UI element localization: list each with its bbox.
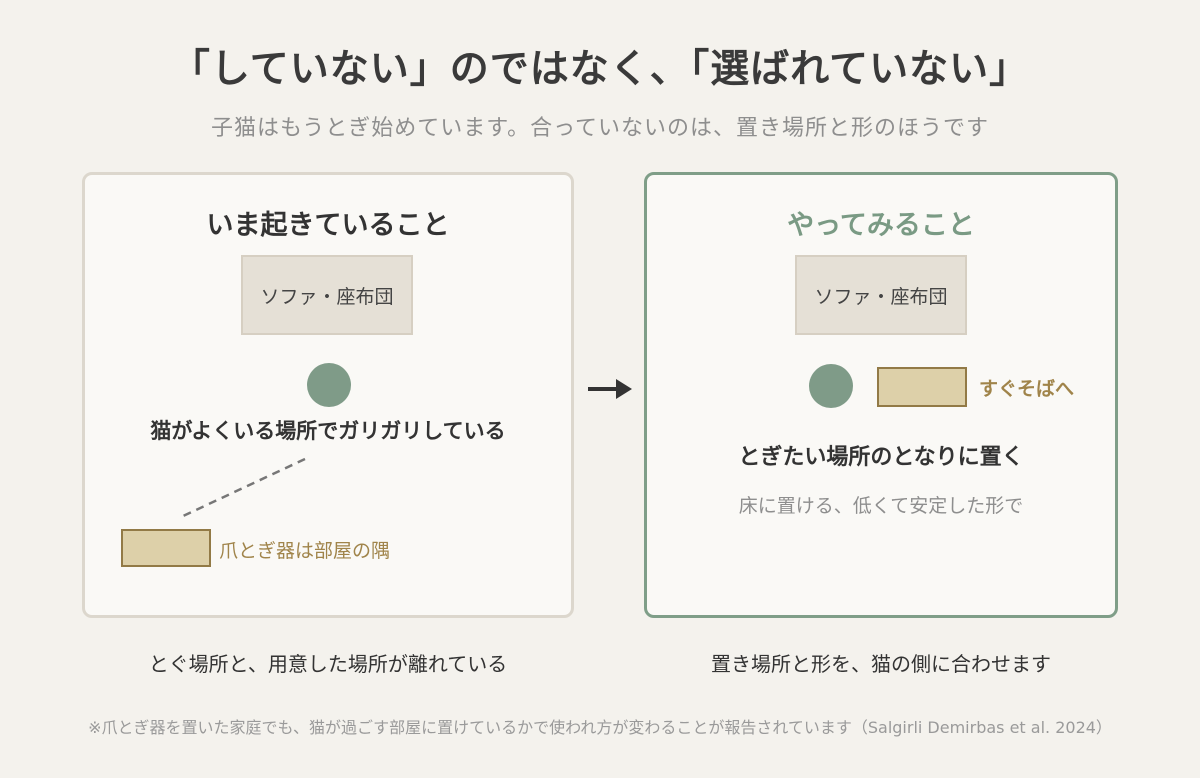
sofa-label: ソファ・座布団	[260, 285, 394, 308]
right-caption: 置き場所と形を、猫の側に合わせます	[711, 652, 1051, 676]
scratcher-icon	[121, 529, 211, 567]
left-caption: とぐ場所と、用意した場所が離れている	[148, 652, 508, 676]
scratcher-icon	[877, 367, 967, 407]
current-situation-panel: いま起きていること ソファ・座布団 猫がよくいる場所でガリガリしている 爪とぎ器…	[82, 172, 574, 618]
current-situation-heading: いま起きていること	[206, 210, 450, 241]
cat-behavior-text: 猫がよくいる場所でガリガリしている	[150, 419, 506, 443]
page-title: 「していない」のではなく、「選ばれていない」	[170, 47, 1030, 92]
sofa-label: ソファ・座布団	[814, 285, 948, 308]
right-arrow-icon	[588, 379, 632, 399]
try-this-panel: やってみること ソファ・座布団 すぐそばへ とぎたい場所のとなりに置く 床に置け…	[644, 172, 1118, 618]
scratcher-nearby-label: すぐそばへ	[979, 378, 1075, 400]
main-advice-text: とぎたい場所のとなりに置く	[738, 445, 1024, 470]
footnote: ※爪とぎ器を置いた家庭でも、猫が過ごす部屋に置けているかで使われ方が変わることが…	[88, 718, 1112, 737]
sofa-box: ソファ・座布団	[241, 255, 413, 335]
distance-dashed-line	[180, 457, 306, 519]
cat-icon	[307, 363, 351, 407]
try-this-heading: やってみること	[787, 210, 975, 241]
cat-icon	[809, 364, 853, 408]
page-subtitle: 子猫はもうとぎ始めています。合っていないのは、置き場所と形のほうです	[210, 116, 990, 141]
scratcher-location-label: 爪とぎ器は部屋の隅	[219, 540, 391, 562]
sofa-box: ソファ・座布団	[795, 255, 967, 335]
sub-advice-text: 床に置ける、低くて安定した形で	[738, 495, 1024, 517]
